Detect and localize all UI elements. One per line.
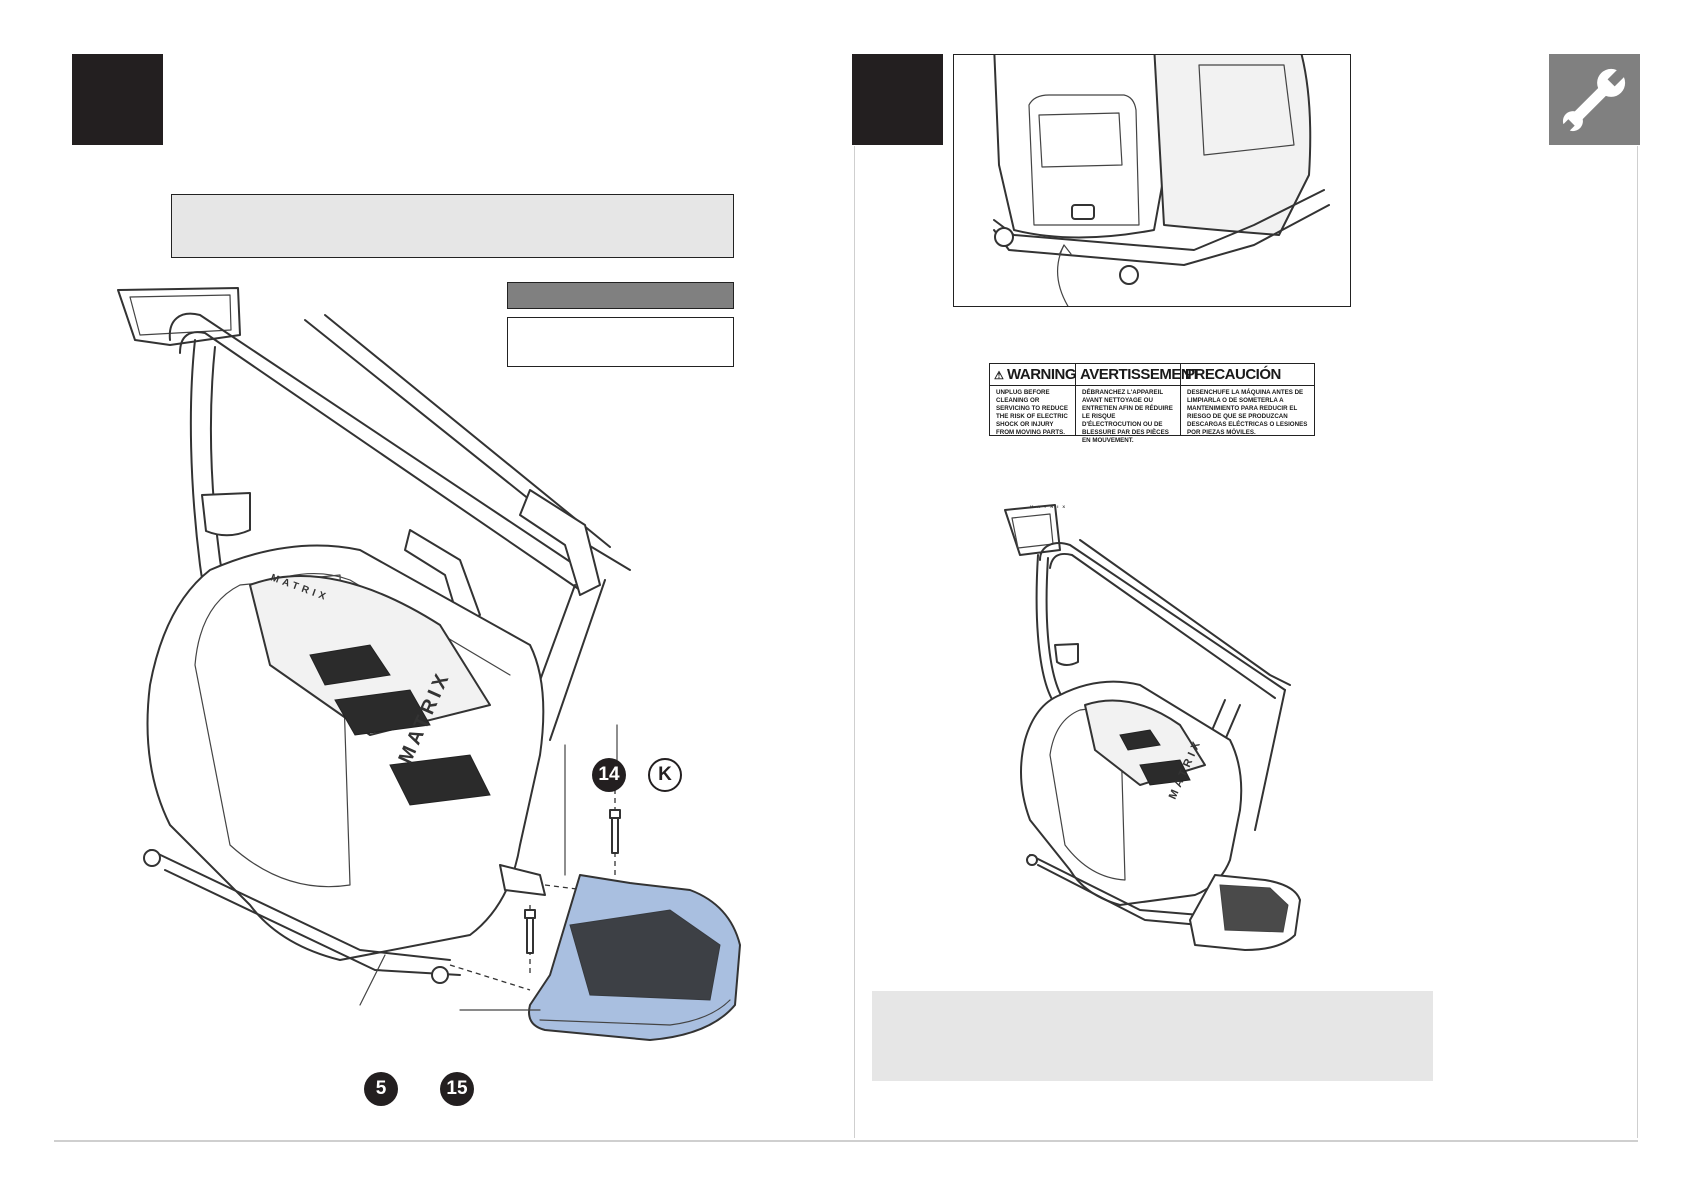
hardware-header-bar <box>507 282 734 309</box>
warning-label-text-es: DESENCHUFE LA MÁQUINA ANTES DE LIMPIARLA… <box>1187 389 1308 436</box>
detail-view-frame <box>953 54 1351 307</box>
step-number-box-right <box>852 54 943 145</box>
warning-label-column-en: ⚠ WARNING UNPLUG BEFORE CLEANING OR SERV… <box>990 364 1077 436</box>
callout-hardware-k: K <box>648 758 682 792</box>
page-right-edge <box>1637 146 1638 1138</box>
note-panel-right <box>872 991 1433 1081</box>
wrench-icon <box>1559 66 1628 135</box>
stepper-assembled-illustration: MATRIX MATRIX <box>1004 504 1301 951</box>
tool-badge <box>1549 54 1640 145</box>
warning-triangle-icon: ⚠ <box>994 370 1004 382</box>
warning-label-text-en: UNPLUG BEFORE CLEANING OR SERVICING TO R… <box>996 389 1068 436</box>
callout-part-14: 14 <box>592 758 626 792</box>
callout-part-5: 5 <box>364 1072 398 1106</box>
note-panel-left <box>171 194 734 258</box>
callout-part-15: 15 <box>440 1072 474 1106</box>
warning-label-title-fr: AVERTISSEMENT <box>1076 364 1200 386</box>
step-number-box-left <box>72 54 163 145</box>
warning-label-column-fr: AVERTISSEMENT DÉBRANCHEZ L'APPAREIL AVAN… <box>1076 364 1200 444</box>
stepper-exploded-illustration: MATRIX MATRIX <box>117 287 741 1041</box>
console-brand-text: MATRIX <box>1030 504 1069 509</box>
warning-label-title-en: WARNING <box>1007 366 1077 383</box>
warning-label-text-fr: DÉBRANCHEZ L'APPAREIL AVANT NETTOYAGE OU… <box>1082 389 1173 444</box>
warning-label: ⚠ WARNING UNPLUG BEFORE CLEANING OR SERV… <box>989 363 1315 444</box>
page-bottom-rule <box>54 1140 1638 1142</box>
hardware-list-box <box>507 317 734 367</box>
warning-label-title-es: PRECAUCIÓN <box>1181 364 1314 386</box>
page-divider <box>854 146 855 1138</box>
warning-label-column-es: PRECAUCIÓN DESENCHUFE LA MÁQUINA ANTES D… <box>1181 364 1314 436</box>
rear-housing-detail-illustration <box>993 55 1330 306</box>
